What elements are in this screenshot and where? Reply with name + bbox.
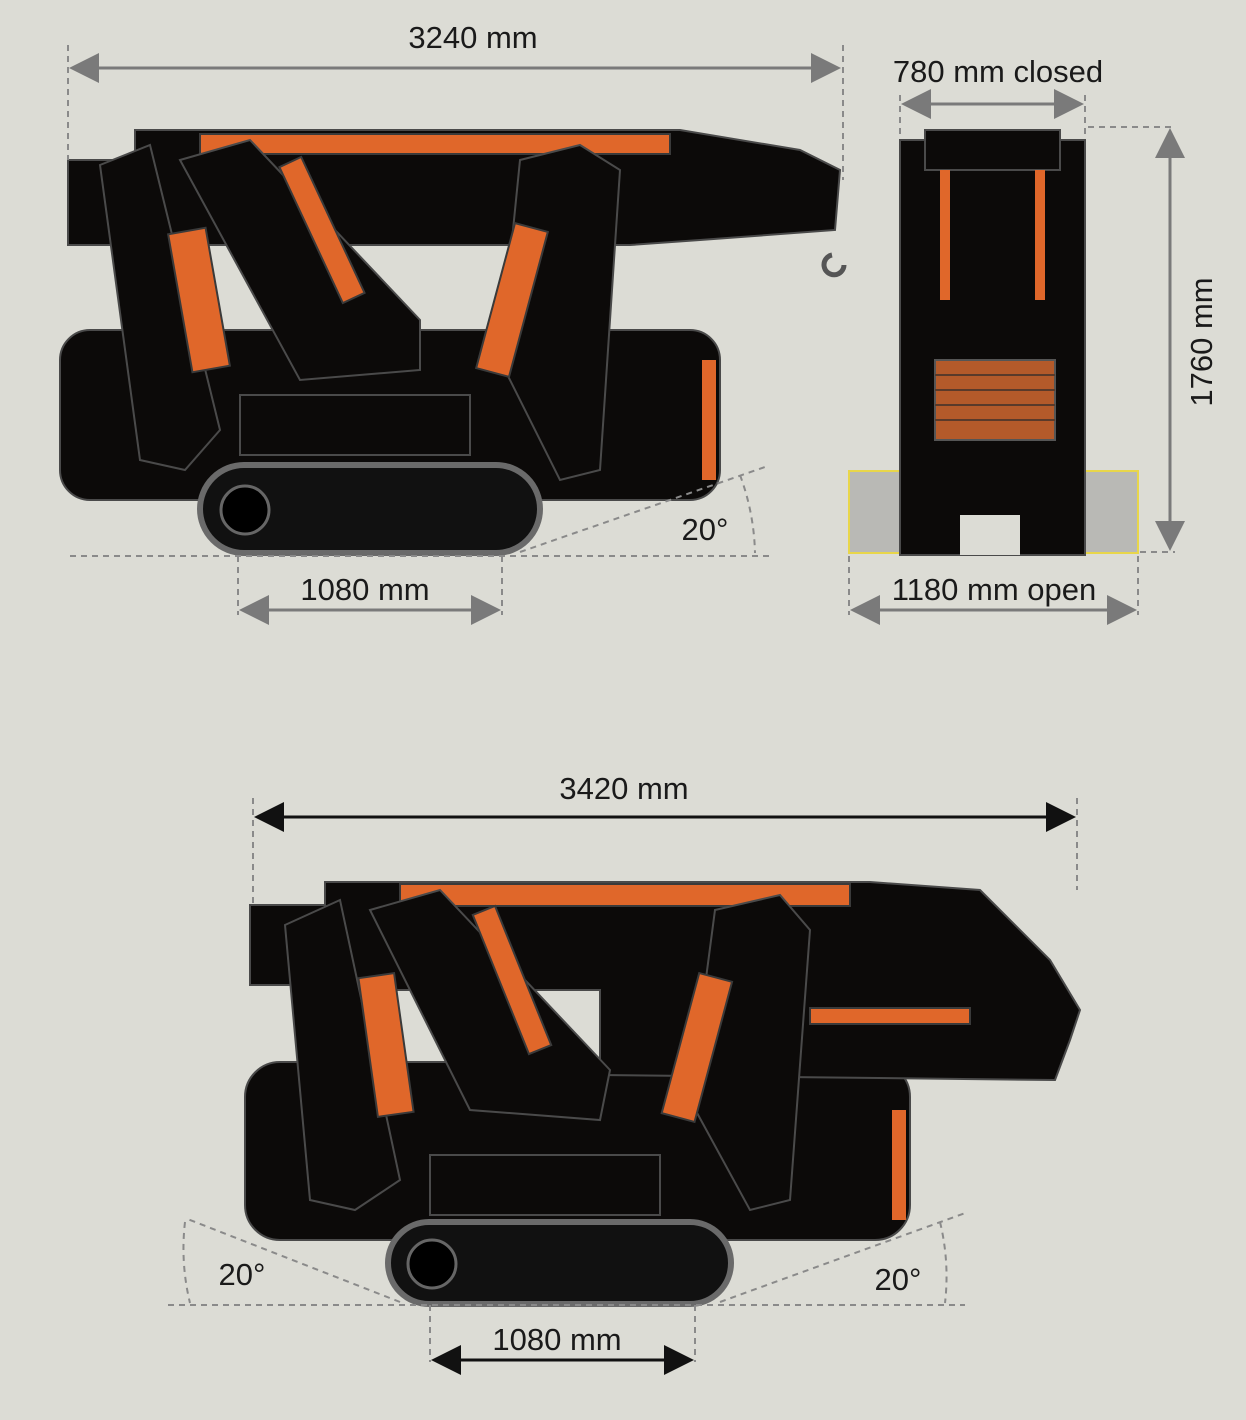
crane-silhouette — [244, 881, 1082, 1307]
width-open-label: 1180 mm open — [892, 572, 1097, 607]
side-view-extended: 3420 mm 20° 20° 1080 mm — [168, 771, 1082, 1375]
overall-length-label: 3240 mm — [408, 20, 537, 55]
slope-angle-right-label: 20° — [875, 1262, 922, 1297]
crane-silhouette — [59, 129, 847, 556]
width-closed-label: 780 mm closed — [893, 54, 1103, 89]
overall-length-label: 3420 mm — [559, 771, 688, 806]
front-view: 780 mm closed 1760 mm 1180 mm open — [848, 54, 1219, 625]
side-view-transport: 3240 mm 20° 1080 mm — [59, 20, 847, 625]
slope-angle-label: 20° — [682, 512, 729, 547]
track-length-label: 1080 mm — [492, 1322, 621, 1357]
height-label: 1760 mm — [1184, 277, 1219, 406]
slope-angle-left-label: 20° — [219, 1257, 266, 1292]
track-length-label: 1080 mm — [300, 572, 429, 607]
